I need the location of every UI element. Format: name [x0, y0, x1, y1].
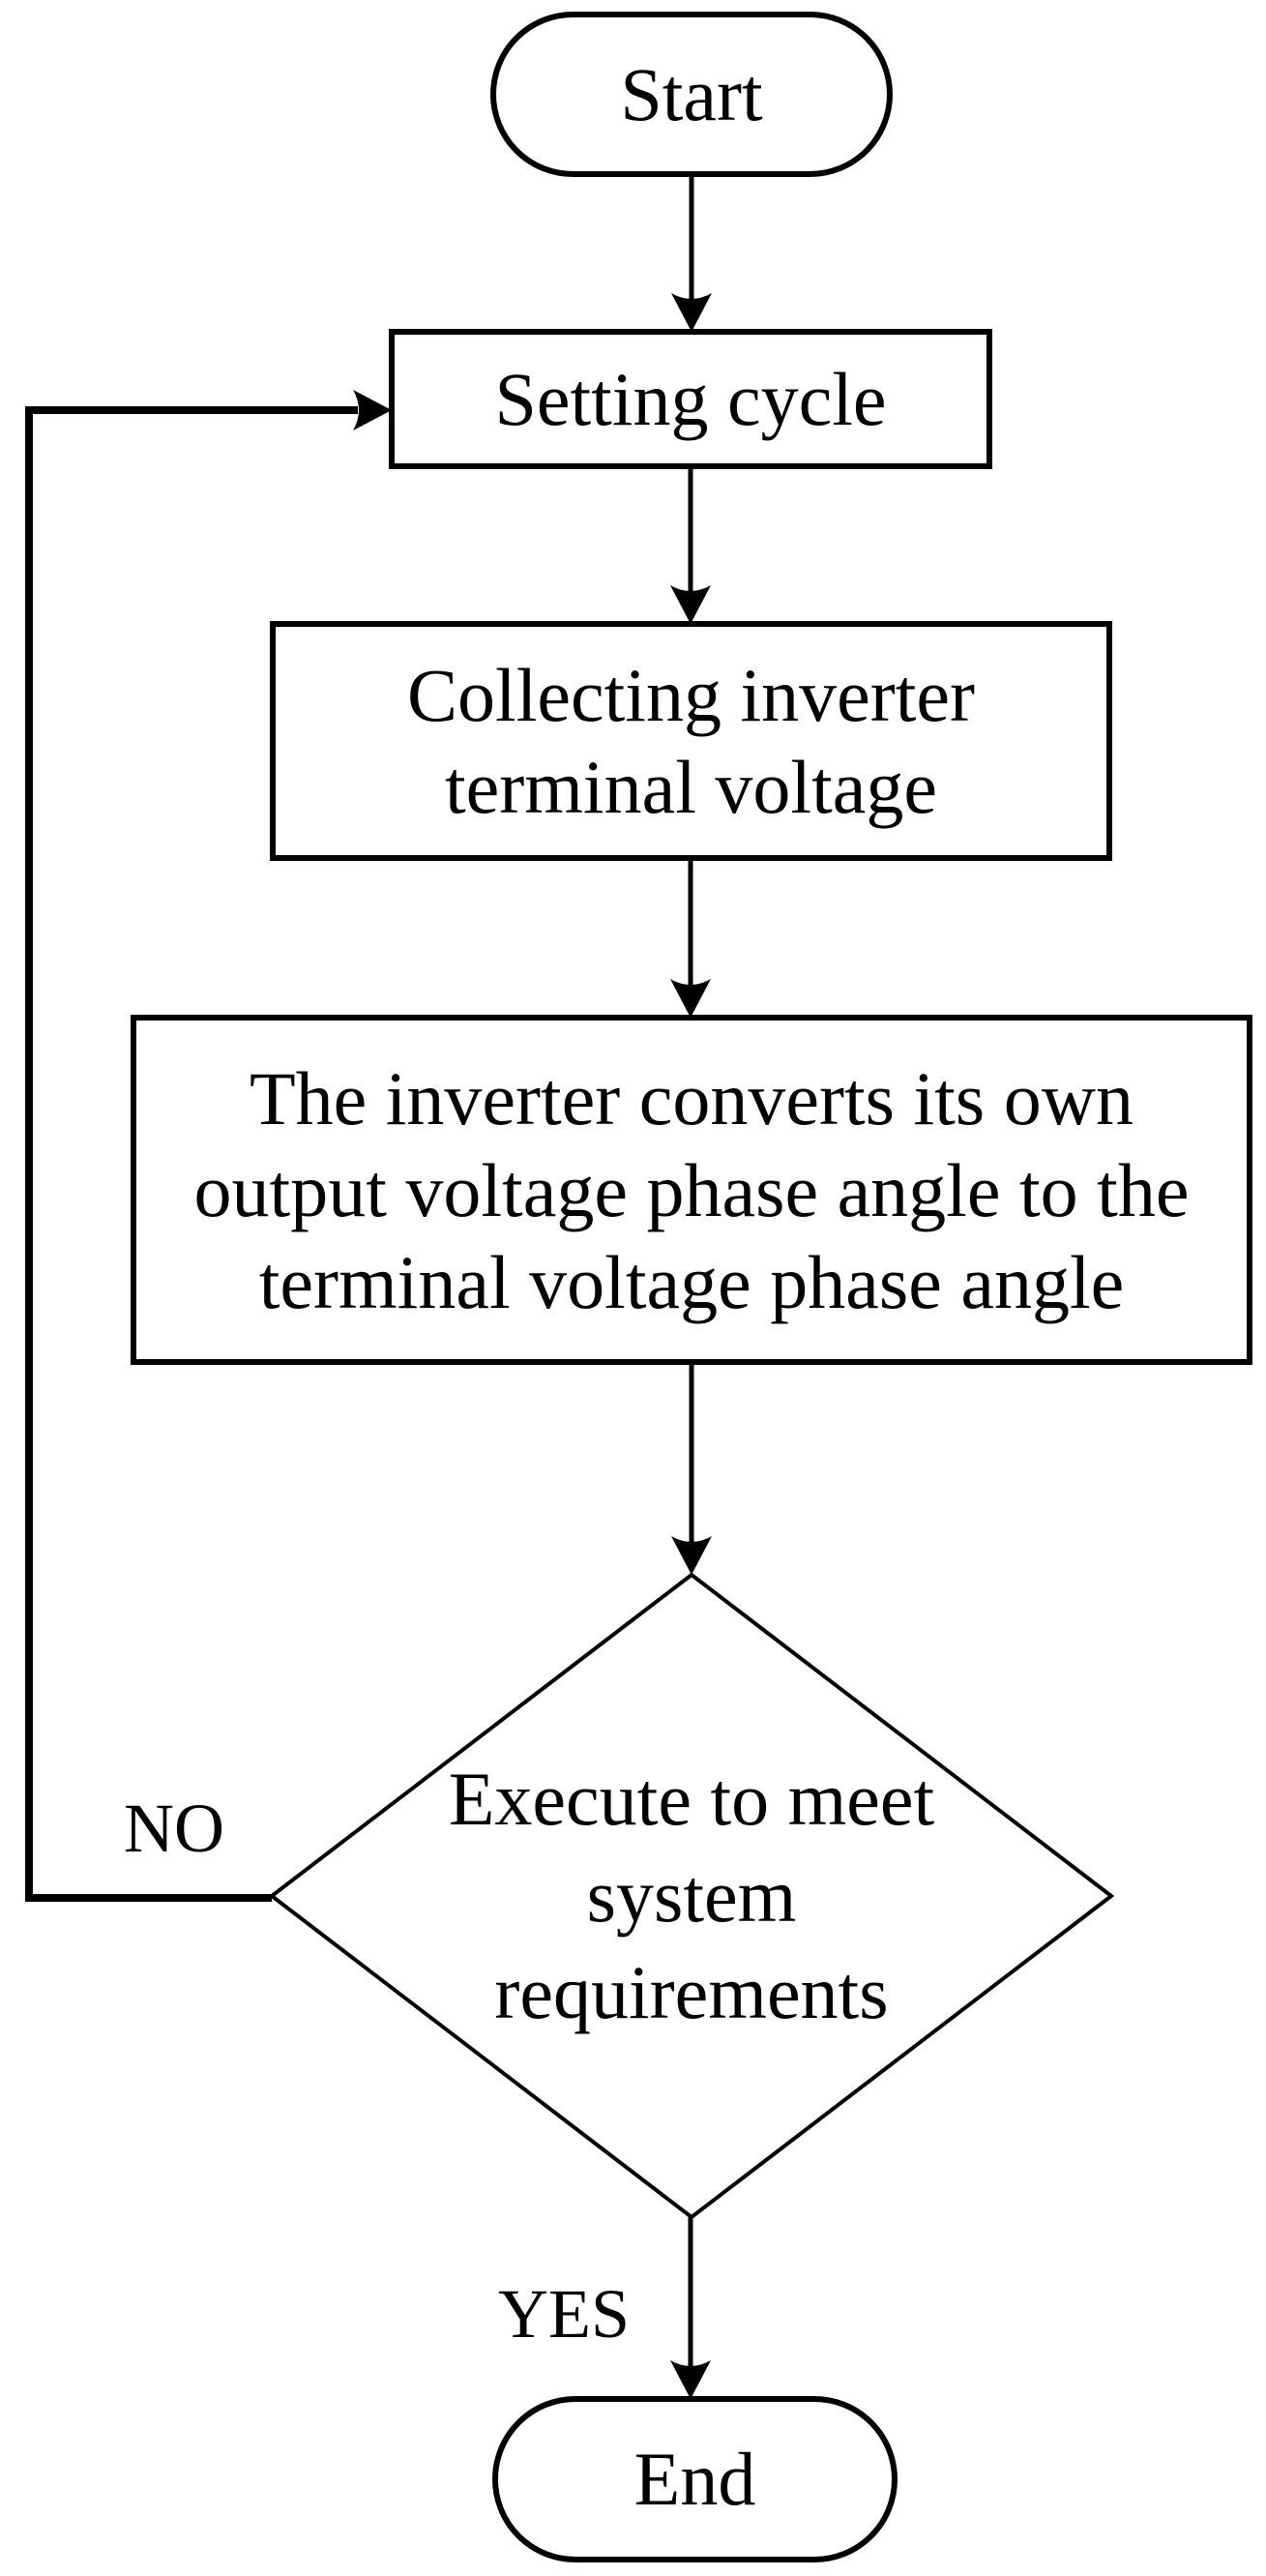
arrow-down-icon: [671, 1536, 712, 1575]
arrow-down-icon: [670, 979, 711, 1018]
node-convert-angle-process: [131, 1015, 1252, 1365]
node-start-terminator: [490, 12, 893, 177]
arrow-down-icon: [670, 585, 711, 624]
node-end-terminator: [492, 2396, 898, 2562]
node-collect-voltage-process: [270, 621, 1112, 861]
node-setting-cycle-process: [389, 329, 992, 469]
edge-no-loop-line: [25, 406, 358, 1902]
arrow-down-icon: [671, 293, 712, 332]
arrow-right-icon: [353, 390, 392, 430]
arrow-down-icon: [670, 2360, 711, 2399]
node-decision-diamond: [268, 1572, 1115, 2220]
